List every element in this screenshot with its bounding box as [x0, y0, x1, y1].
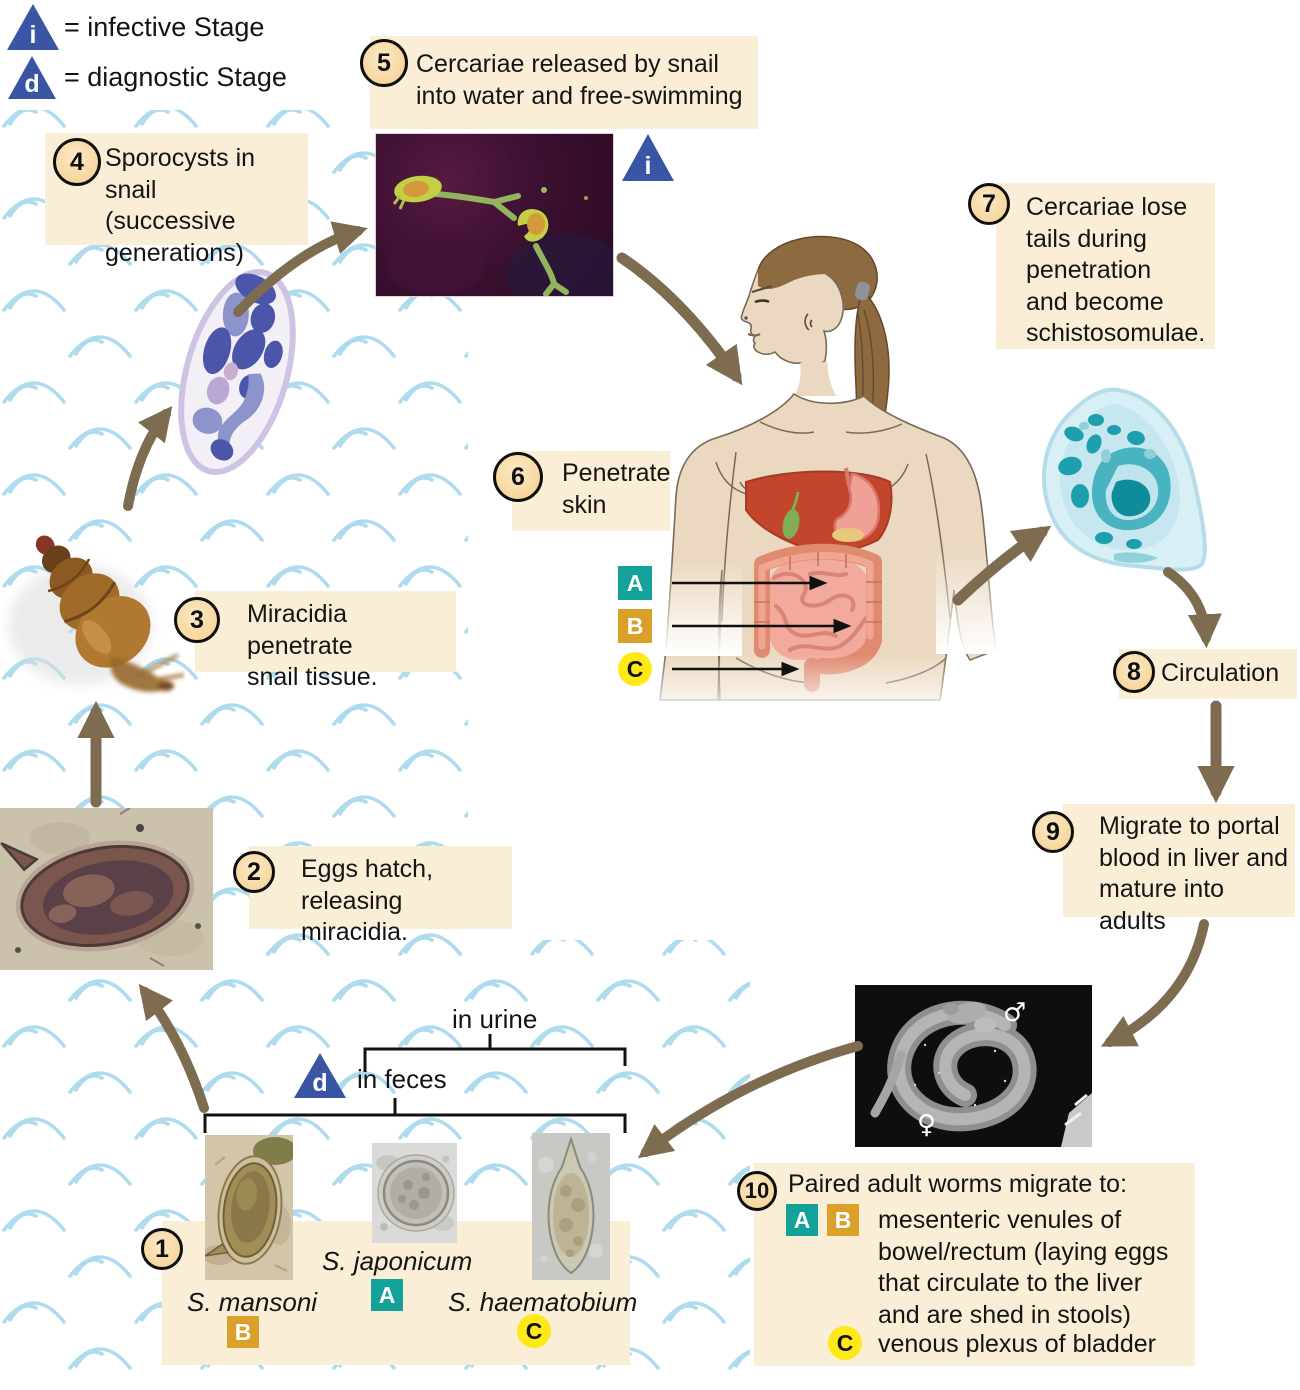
cercaria-2 — [517, 208, 569, 296]
in-feces-label: in feces — [357, 1064, 447, 1094]
arrow-worms-to-eggs — [637, 1041, 863, 1159]
step-10-heading: Paired adult worms migrate to: — [788, 1170, 1128, 1198]
step-5-text: Cercariae released by snail into water a… — [416, 50, 743, 110]
human-figure — [640, 230, 1010, 720]
species-mansoni-label: S. mansoni — [187, 1287, 318, 1317]
step-8-text: Circulation — [1161, 659, 1280, 687]
cercaria-1 — [392, 175, 521, 221]
diagnostic-stage-label: = diagnostic Stage — [64, 62, 287, 92]
male-symbol: ♂ — [1003, 998, 1026, 1028]
species-haematobium-label: S. haematobium — [448, 1287, 638, 1317]
step-3-text: Miracidia penetrate snail tissue. — [247, 600, 378, 691]
marker-b-badge: B — [227, 1316, 259, 1348]
step-5-box: Cercariae released by snail into water a… — [370, 36, 758, 129]
arrow-human-to-schistosomula — [952, 525, 1052, 606]
marker-a-badge: A — [618, 566, 652, 600]
feces-bracket — [203, 1098, 627, 1133]
marker-a-letter: A — [626, 569, 644, 596]
marker-b-badge: B — [618, 609, 652, 643]
mansoni-egg-photo — [205, 1135, 293, 1280]
step-2-text: Eggs hatch, releasing miracidia. — [301, 855, 434, 946]
arrow-cercariae-to-human — [616, 252, 743, 386]
marker-c-badge: C — [517, 1314, 551, 1348]
step-9-number: 9 — [1032, 811, 1074, 853]
step-5-number: 5 — [360, 39, 408, 87]
diagnostic-stage-letter: d — [312, 1069, 328, 1097]
marker-a-letter: A — [793, 1206, 811, 1233]
route-brackets — [203, 1034, 627, 1133]
marker-a-badge: A — [371, 1279, 403, 1311]
japonicum-egg-photo — [372, 1143, 457, 1243]
egg-photo — [0, 808, 213, 970]
marker-c-letter: C — [626, 655, 644, 682]
marker-c-badge: C — [618, 652, 652, 686]
step-3-number: 3 — [174, 597, 220, 643]
step-10-number: 10 — [737, 1171, 777, 1211]
marker-b-letter: B — [234, 1318, 252, 1345]
step-10-box: Paired adult worms migrate to: A B mesen… — [754, 1163, 1195, 1366]
step-9-box: Migrate to portal blood in liver and mat… — [1063, 804, 1295, 935]
marker-c-letter: C — [836, 1329, 854, 1356]
step-2-box: Eggs hatch, releasing miracidia. — [249, 846, 512, 946]
schistosomula-illustration — [1018, 382, 1223, 582]
arrow-liver-to-worms — [1100, 919, 1209, 1047]
step-6-text: Penetrate skin — [562, 459, 671, 519]
marker-a-letter: A — [378, 1281, 396, 1308]
paired-worms-photo: ♂ ♀ — [855, 985, 1092, 1147]
step-10-c-text: venous plexus of bladder — [878, 1330, 1156, 1358]
marker-b-letter: B — [834, 1206, 852, 1233]
marker-c-letter: C — [525, 1317, 543, 1344]
arrow-snail-to-sporocyst — [123, 405, 173, 511]
marker-a-badge: A — [786, 1204, 818, 1236]
sporocyst-illustration — [152, 255, 322, 490]
arrow-hatch-to-egg — [138, 983, 209, 1113]
marker-c-badge: C — [828, 1326, 862, 1360]
step-7-box: Cercariae lose tails during penetration … — [996, 183, 1215, 349]
step-7-number: 7 — [968, 183, 1010, 225]
step-4-text: Sporocysts in snail (successive generati… — [105, 144, 256, 267]
infective-stage-letter: i — [644, 152, 652, 180]
step-8-number: 8 — [1113, 651, 1155, 693]
step-2-number: 2 — [233, 851, 275, 893]
marker-b-letter: B — [626, 612, 644, 639]
step-6-number: 6 — [493, 452, 543, 502]
infective-stage-letter: i — [29, 21, 37, 49]
marker-b-badge: B — [827, 1204, 859, 1236]
species-japonicum-label: S. japonicum — [322, 1246, 473, 1276]
step-1-number: 1 — [141, 1228, 183, 1270]
diagnostic-stage-letter: d — [24, 70, 40, 98]
step-4-number: 4 — [53, 138, 101, 186]
snail-photo — [0, 505, 185, 720]
step-3-box: Miracidia penetrate snail tissue. — [195, 591, 456, 691]
step-10-ab-text: mesenteric venules of bowel/rectum (layi… — [878, 1206, 1169, 1329]
female-symbol: ♀ — [917, 1110, 936, 1140]
urine-bracket — [363, 1034, 627, 1072]
step-9-text: Migrate to portal blood in liver and mat… — [1099, 812, 1289, 935]
arrow-schistosomula-to-circulation — [1163, 567, 1222, 649]
face — [740, 263, 845, 366]
step-7-text: Cercariae lose tails during penetration … — [1026, 193, 1206, 347]
cercariae-photo — [375, 133, 614, 297]
in-urine-label: in urine — [452, 1004, 538, 1034]
haematobium-egg-photo — [532, 1133, 610, 1280]
infective-stage-label: = infective Stage — [64, 12, 265, 42]
arrow-sporocyst-to-cercariae — [233, 221, 368, 317]
